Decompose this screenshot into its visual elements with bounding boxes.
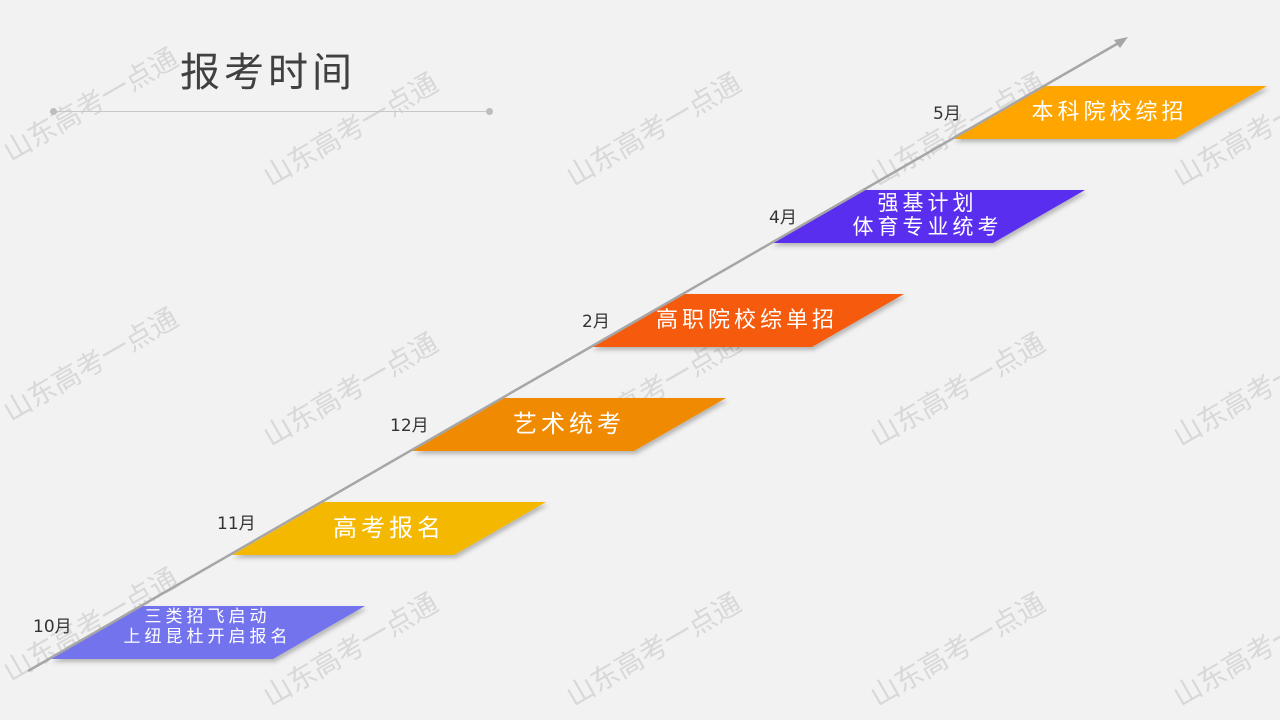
milestone-label-line: 上纽昆杜开启报名 xyxy=(123,627,292,647)
milestone-label: 三类招飞启动上纽昆杜开启报名 xyxy=(48,607,368,647)
milestone-label: 强基计划体育专业统考 xyxy=(768,191,1088,239)
timeline-arrow-line xyxy=(27,39,1123,673)
milestone-month: 11月 xyxy=(217,514,256,534)
milestone-label: 艺术统考 xyxy=(409,398,729,451)
milestone-shape xyxy=(232,502,546,555)
milestone-label-line: 强基计划 xyxy=(877,191,978,215)
milestone-label-line: 艺术统考 xyxy=(513,410,625,438)
milestone-shape xyxy=(770,190,1085,243)
milestone-label-line: 高职院校综单招 xyxy=(655,308,838,333)
underline-dot-left xyxy=(50,108,57,115)
milestone-shape xyxy=(590,294,904,347)
milestone-label-line: 体育专业统考 xyxy=(852,215,1003,239)
milestone-label-line: 高考报名 xyxy=(333,514,445,542)
milestone-month: 2月 xyxy=(582,312,610,332)
arrow-head-icon xyxy=(1114,37,1128,48)
milestone-shape xyxy=(952,86,1267,139)
page-title: 报考时间 xyxy=(180,50,356,96)
milestone-shape xyxy=(412,398,726,451)
underline-dot-right xyxy=(486,108,493,115)
milestone-month: 12月 xyxy=(390,416,429,436)
milestone-label-line: 本科院校综招 xyxy=(1031,100,1188,125)
milestone-label: 本科院校综招 xyxy=(950,86,1270,139)
milestone-label: 高考报名 xyxy=(229,502,549,555)
milestone-month: 10月 xyxy=(33,617,72,637)
title-underline xyxy=(54,111,490,112)
milestone-shape xyxy=(50,606,365,659)
milestone-label-line: 三类招飞启动 xyxy=(144,607,271,627)
milestone-label: 高职院校综单招 xyxy=(587,294,907,347)
milestone-month: 5月 xyxy=(933,104,961,124)
milestone-month: 4月 xyxy=(769,208,797,228)
